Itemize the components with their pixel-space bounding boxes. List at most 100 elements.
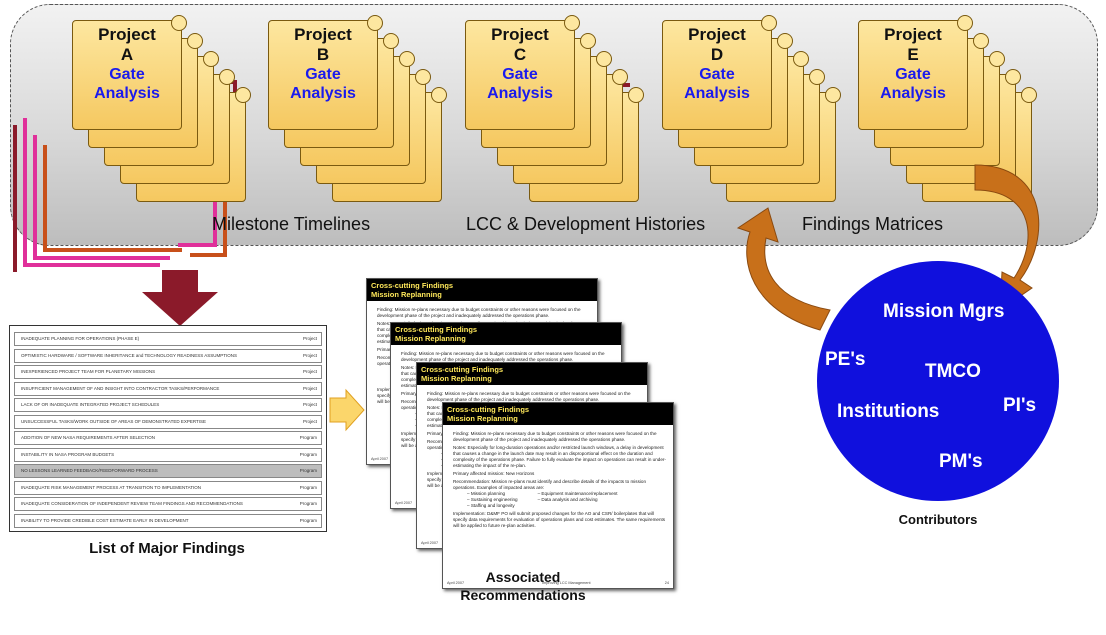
area-item: – Mission planning bbox=[467, 491, 506, 496]
mission-mgrs-label: Mission Mgrs bbox=[883, 301, 1005, 322]
lcc-histories-label: LCC & Development Histories bbox=[466, 214, 706, 234]
findings-matrices-label: Findings Matrices bbox=[802, 214, 944, 234]
pis-label: PI's bbox=[1003, 395, 1037, 416]
finding-category: Program bbox=[299, 501, 317, 506]
pms-label: PM's bbox=[939, 451, 983, 472]
finding-text: LACK OF OR INADEQUATE INTEGRATED PROJECT… bbox=[21, 402, 160, 407]
finding-text: OPTIMISTIC HARDWARE / SOFTWARE INHERITAN… bbox=[21, 352, 237, 358]
tmco-label: TMCO bbox=[925, 361, 981, 382]
finding-text: INEXPERIENCED PROJECT TEAM FOR PLANETARY… bbox=[21, 369, 156, 374]
recommendations-caption-line1: Associated bbox=[485, 569, 561, 585]
finding-row: INADEQUATE CONSIDERATION OF INDEPENDENT … bbox=[14, 497, 322, 511]
slide-date: April 2007 bbox=[421, 541, 439, 545]
right-arrow-icon bbox=[329, 388, 365, 432]
project-title: Project bbox=[294, 25, 352, 44]
finding-row: INADEQUATE PLANNING FOR OPERATIONS (PHAS… bbox=[14, 332, 322, 346]
finding-category: Program bbox=[299, 468, 317, 473]
finding-category: Project bbox=[302, 385, 317, 391]
project-letter: E bbox=[907, 45, 919, 64]
milestone-timelines-label: Milestone Timelines bbox=[212, 214, 371, 234]
project-title: Project bbox=[491, 25, 549, 44]
contributors-caption: Contributors bbox=[898, 512, 978, 527]
finding-text: UNSUCCESSFUL TASKS/WORK OUTSIDE OF AREAS… bbox=[21, 418, 207, 424]
project-title: Project bbox=[688, 25, 746, 44]
finding-row: ADDITION OF NEW NASA REQUIREMENTS AFTER … bbox=[14, 431, 322, 445]
slide-recommendation: Recommendation: Mission re-plans must id… bbox=[453, 479, 647, 490]
project-gate: Gate bbox=[502, 66, 538, 83]
area-item: – Staffing and longevity bbox=[467, 503, 515, 508]
finding-category: Project bbox=[302, 418, 317, 424]
pes-label: PE's bbox=[825, 349, 866, 370]
area-item: – Sustaining engineering bbox=[467, 497, 518, 502]
slide-primary: Primary affected mission: New Horizons bbox=[453, 471, 535, 476]
slide-title: Cross-cutting Findings bbox=[421, 365, 504, 374]
slide-date: April 2007 bbox=[395, 501, 413, 505]
finding-category: Program bbox=[299, 484, 317, 490]
slide-title: Cross-cutting Findings bbox=[395, 325, 478, 334]
finding-category: Project bbox=[302, 402, 317, 407]
major-findings-table: INADEQUATE PLANNING FOR OPERATIONS (PHAS… bbox=[9, 325, 327, 532]
finding-category: Project bbox=[302, 369, 317, 374]
slide-notes: Notes: Especially for long-duration oper… bbox=[453, 445, 666, 468]
finding-text: INADEQUATE CONSIDERATION OF INDEPENDENT … bbox=[21, 501, 243, 506]
slide-body: Finding: Mission re-plans necessary due … bbox=[453, 431, 667, 529]
project-analysis: Analysis bbox=[880, 85, 946, 102]
finding-category: Project bbox=[302, 352, 317, 358]
slide-title: Cross-cutting Findings bbox=[371, 281, 454, 290]
finding-category: Program bbox=[299, 451, 317, 457]
area-item: – Equipment maintenance/replacement bbox=[537, 491, 618, 496]
project-letter: B bbox=[316, 45, 330, 64]
finding-text: INADEQUATE RISK MANAGEMENT PROCESS AT TR… bbox=[21, 484, 202, 490]
area-item: – Data analysis and archiving bbox=[537, 497, 598, 502]
project-gate: Gate bbox=[305, 66, 341, 83]
contributors-circle: Mission Mgrs PE's TMCO Institutions PI's… bbox=[817, 261, 1059, 501]
slide-finding: Finding: Mission re-plans necessary due … bbox=[377, 307, 581, 318]
finding-text: INSTABILITY IN NASA PROGRAM BUDGETS bbox=[21, 451, 115, 457]
slide-finding: Finding: Mission re-plans necessary due … bbox=[401, 351, 605, 362]
finding-row: LACK OF OR INADEQUATE INTEGRATED PROJECT… bbox=[14, 398, 322, 412]
project-analysis: Analysis bbox=[684, 85, 750, 102]
project-letter: A bbox=[120, 45, 134, 64]
slide-page-number: 24 bbox=[664, 581, 669, 585]
finding-text: INSUFFICIENT MANAGEMENT OF AND INSIGHT I… bbox=[21, 385, 220, 391]
slide-subtitle: Mission Replanning bbox=[447, 414, 518, 423]
finding-row: INSTABILITY IN NASA PROGRAM BUDGETS Progr… bbox=[14, 447, 322, 462]
findings-list-caption: List of Major Findings bbox=[89, 540, 245, 557]
recommendations-caption-line2: Recommendations bbox=[460, 587, 586, 603]
finding-text: INADEQUATE PLANNING FOR OPERATIONS (PHAS… bbox=[21, 336, 140, 341]
finding-category: Project bbox=[302, 336, 317, 341]
finding-text: ADDITION OF NEW NASA REQUIREMENTS AFTER … bbox=[21, 435, 156, 440]
project-analysis: Analysis bbox=[487, 85, 553, 102]
slide-finding: Finding: Mission re-plans necessary due … bbox=[453, 431, 657, 442]
finding-row: INEXPERIENCED PROJECT TEAM FOR PLANETARY… bbox=[14, 365, 322, 379]
down-arrow-icon bbox=[142, 270, 218, 326]
project-title: Project bbox=[98, 25, 156, 44]
finding-row: NO LESSONS LEARNED FEEDBACK/FEEDFORWARD … bbox=[14, 464, 322, 478]
slide-implementation: Implementation: D&MF PO will submit prop… bbox=[453, 511, 666, 528]
finding-category: Program bbox=[299, 435, 317, 440]
finding-row: INSUFFICIENT MANAGEMENT OF AND INSIGHT I… bbox=[14, 381, 322, 396]
finding-row: INABILITY TO PROVIDE CREDIBLE COST ESTIM… bbox=[14, 513, 322, 528]
project-gate: Gate bbox=[895, 66, 931, 83]
slide-subtitle: Mission Replanning bbox=[371, 290, 442, 299]
finding-text: NO LESSONS LEARNED FEEDBACK/FEEDFORWARD … bbox=[21, 468, 158, 473]
project-analysis: Analysis bbox=[94, 85, 160, 102]
recommendations-caption: Associated Recommendations bbox=[438, 568, 608, 604]
finding-row: OPTIMISTIC HARDWARE / SOFTWARE INHERITAN… bbox=[14, 348, 322, 363]
slide-title: Cross-cutting Findings bbox=[447, 405, 530, 414]
project-letter: C bbox=[513, 45, 527, 64]
project-gate: Gate bbox=[699, 66, 735, 83]
institutions-label: Institutions bbox=[837, 401, 940, 422]
project-letter: D bbox=[710, 45, 724, 64]
finding-category: Program bbox=[299, 517, 317, 523]
slide-date: April 2007 bbox=[371, 457, 389, 461]
